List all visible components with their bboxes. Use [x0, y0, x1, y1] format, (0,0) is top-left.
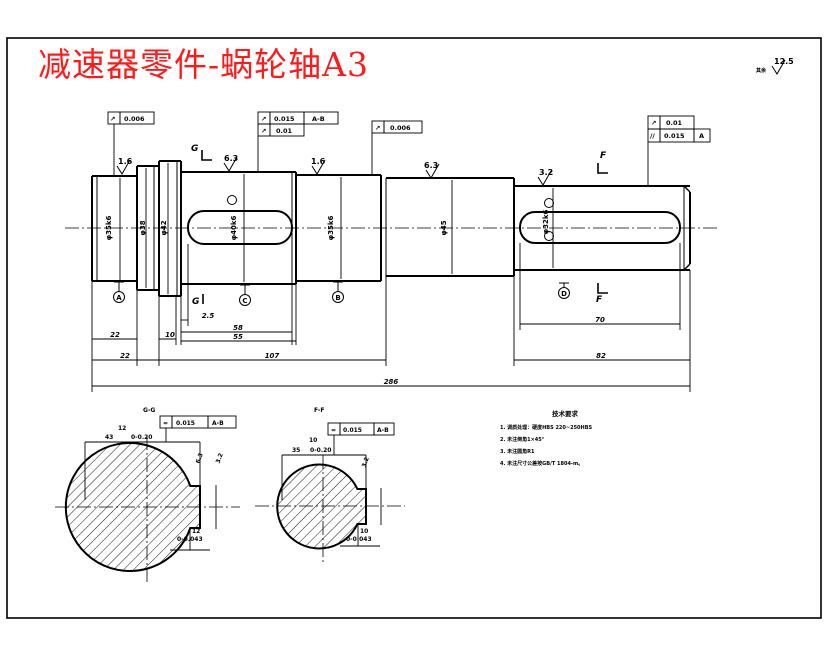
fcf-5-symbol: //	[650, 132, 655, 140]
section-f-top: F	[600, 151, 607, 161]
roughness-2: 6.3	[224, 154, 238, 163]
fcf-3-tolerance: 0.006	[390, 124, 411, 132]
fcf-5-tolerance: 0.015	[664, 132, 685, 140]
dia-5: φ35k6	[327, 216, 335, 241]
fcf-2-tolerance: 0.01	[276, 127, 293, 135]
diameter-lines	[119, 163, 554, 294]
section-f-key: 10	[360, 528, 368, 535]
section-g-width: 12	[118, 425, 126, 432]
dim-2-5: 2.5	[202, 312, 215, 320]
roughness-marks	[116, 59, 786, 186]
dia-3: φ42	[160, 220, 168, 235]
dim-286: 286	[384, 378, 399, 386]
note-3: 3. 未注圆角R1	[500, 448, 535, 455]
section-f-key-tol: 0-0.043	[346, 536, 372, 543]
roughness-5: 3.2	[539, 168, 553, 177]
dia-7: φ32k6	[542, 210, 550, 235]
section-marks	[201, 150, 608, 304]
notes-heading: 技术要求	[552, 409, 579, 418]
fcf-0-tolerance: 0.006	[124, 115, 145, 123]
datum-b: B	[335, 294, 340, 302]
roughness-4: 6.3	[424, 161, 438, 170]
section-f-bottom: F	[596, 295, 603, 305]
dia-6: φ45	[440, 220, 448, 235]
section-f-fcf-tolerance: 0.015	[343, 427, 362, 434]
section-g-fcf-symbol: =	[163, 420, 168, 427]
roughness-values: 1.6 6.3 1.6 6.3 3.2 其余 12.5	[118, 57, 794, 177]
dim-82: 82	[596, 352, 606, 360]
fcf-1-tolerance: 0.015	[274, 115, 295, 123]
section-f-width: 10	[309, 437, 317, 444]
corner-roughness-value: 12.5	[774, 57, 794, 66]
datum-a: A	[116, 294, 122, 302]
diameter-labels: φ35k6 φ38 φ42 φ40k6 φ35k6 φ45 φ32k6	[105, 210, 550, 241]
section-g-fcf-datum: A-B	[212, 420, 224, 427]
section-g-roughness: 6.3	[195, 452, 205, 464]
dimension-lines	[91, 243, 691, 392]
technical-notes: 技术要求 1. 调质处理：硬度HBS 220~250HBS 2. 未注倒角1×4…	[500, 409, 593, 467]
datum-c: C	[242, 297, 247, 305]
note-2: 2. 未注倒角1×45°	[500, 436, 545, 443]
section-f-fcf-symbol: =	[331, 427, 336, 434]
datum-d: D	[561, 290, 567, 298]
dim-107: 107	[265, 352, 280, 360]
fcf-2-symbol: ↗	[261, 127, 266, 135]
section-g-label: G-G	[143, 407, 155, 414]
fcf-5-datum: A	[699, 132, 704, 140]
section-f-fcf-datum: A-B	[377, 427, 389, 434]
roughness-1: 1.6	[118, 157, 133, 166]
corner-roughness-prefix: 其余	[756, 67, 767, 74]
dia-1: φ35k6	[105, 216, 113, 241]
sheet-border	[6, 37, 822, 619]
datum-symbols	[113, 195, 570, 306]
fcf-4-tolerance: 0.01	[666, 119, 683, 127]
dim-22a: 22	[110, 331, 120, 339]
section-g-depth-tol: 0-0.20	[131, 434, 152, 441]
section-g-depth: 43	[105, 434, 113, 441]
drawing-title: 减速器零件-蜗轮轴A3	[38, 45, 369, 84]
fcf-texts: ↗ 0.006 ↗ 0.015 A-B ↗ 0.01 ↗ 0.006 ↗ 0.0…	[110, 115, 704, 140]
datum-letters: A C B D	[116, 290, 567, 305]
section-g-key-tol: 0-0.043	[177, 536, 203, 543]
shaft-outline	[91, 160, 691, 297]
dia-4: φ40k6	[230, 216, 238, 241]
section-letters: G G F F	[191, 144, 607, 307]
dia-2: φ38	[139, 220, 147, 235]
note-4: 4. 未注尺寸公差按GB/T 1804-m。	[500, 460, 583, 467]
keyway-right	[519, 211, 681, 244]
dim-70: 70	[595, 316, 605, 324]
fcf-group	[107, 111, 711, 186]
section-view-g: G-G 12 43 0-0.20 = 0.015 A-B 12 0-0.043 …	[55, 407, 240, 585]
section-g-roughness-2: 3.2	[215, 452, 225, 464]
dim-10: 10	[165, 331, 175, 339]
dim-58: 58	[233, 324, 243, 332]
fcf-0-symbol: ↗	[110, 115, 115, 123]
fcf-1-symbol: ↗	[261, 115, 266, 123]
section-g-key: 12	[192, 528, 200, 535]
section-g-fcf-tolerance: 0.015	[176, 420, 195, 427]
fcf-4-symbol: ↗	[651, 119, 656, 127]
keyway-left	[187, 210, 293, 245]
fcf-3-symbol: ↗	[375, 124, 380, 132]
section-f-roughness: 3.2	[361, 456, 371, 468]
section-view-f: F-F 10 35 0-0.20 = 0.015 A-B 10 0-0.043 …	[255, 407, 405, 565]
roughness-3: 1.6	[311, 157, 326, 166]
fcf-1-datum: A-B	[312, 115, 325, 123]
section-f-depth-tol: 0-0.20	[310, 447, 331, 454]
section-g-bottom: G	[192, 297, 199, 307]
section-g-top: G	[191, 144, 198, 154]
section-f-label: F-F	[314, 407, 325, 414]
dim-55: 55	[233, 333, 243, 341]
note-1: 1. 调质处理：硬度HBS 220~250HBS	[500, 424, 593, 431]
dim-22b: 22	[120, 352, 130, 360]
section-f-depth: 35	[292, 447, 300, 454]
dimension-texts: 22 10 2.5 58 55 70 22 107 82 286	[110, 312, 606, 386]
